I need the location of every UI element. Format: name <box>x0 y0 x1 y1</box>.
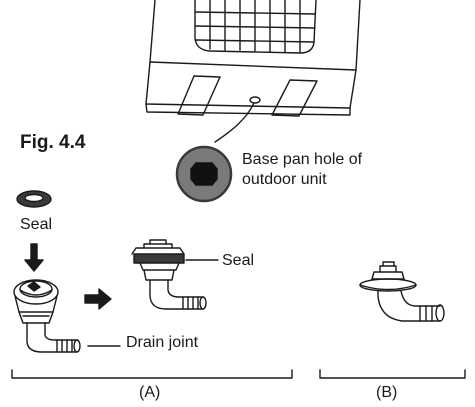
seal-ring <box>17 191 51 207</box>
mounting-bracket-right <box>272 80 317 116</box>
drain-joint-b <box>360 262 444 321</box>
bracket-a-label: (A) <box>139 384 160 402</box>
outdoor-unit <box>146 0 360 142</box>
drain-joint-with-seal <box>132 240 218 309</box>
drain-joint-label: Drain joint <box>126 334 198 352</box>
right-arrow <box>85 289 111 309</box>
down-arrow <box>25 244 43 271</box>
bracket-a <box>12 370 292 378</box>
fan-grille <box>195 0 316 53</box>
seal-label-right: Seal <box>222 252 254 270</box>
figure-label: Fig. 4.4 <box>20 132 85 154</box>
base-pan-hole-label-line2: outdoor unit <box>242 170 362 190</box>
drain-joint-left <box>14 280 80 352</box>
base-pan-hole <box>250 97 260 103</box>
base-pan-hole-label-line1: Base pan hole of <box>242 150 362 170</box>
seal-label-left: Seal <box>20 216 52 234</box>
base-pan-hole-label: Base pan hole of outdoor unit <box>242 150 362 190</box>
bracket-b <box>320 370 465 378</box>
bracket-b-label: (B) <box>376 384 397 402</box>
mounting-bracket-left <box>178 76 220 115</box>
magnified-hole <box>177 147 231 201</box>
